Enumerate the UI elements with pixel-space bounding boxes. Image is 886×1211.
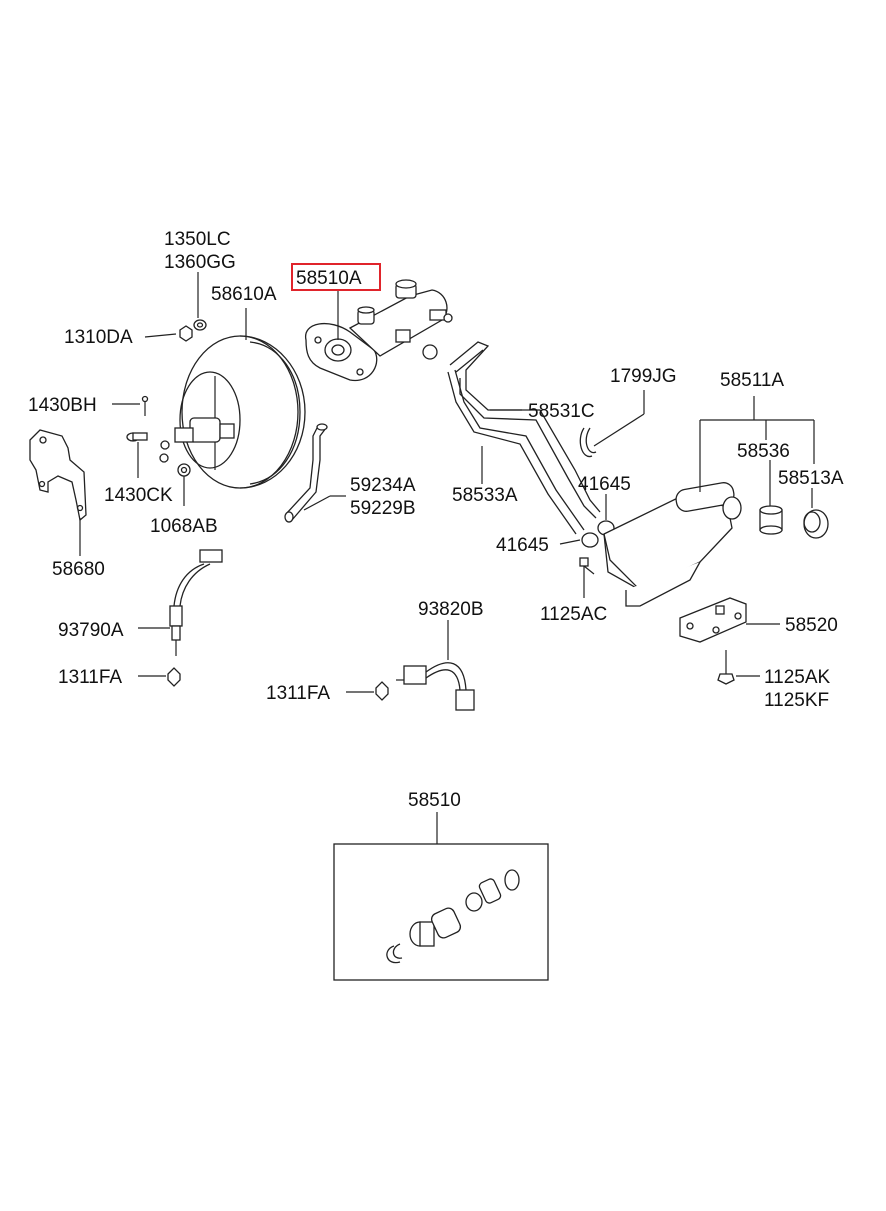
reservoir bbox=[603, 482, 742, 607]
brake-pipes bbox=[447, 341, 601, 535]
bolt-1125ac bbox=[579, 557, 595, 575]
booster-nut bbox=[179, 319, 207, 342]
label-1311fa-mid[interactable]: 1311FA bbox=[266, 683, 330, 704]
label-41645-top[interactable]: 41645 bbox=[578, 474, 631, 495]
label-59234a[interactable]: 59234A bbox=[350, 475, 416, 496]
label-1311fa-left[interactable]: 1311FA bbox=[58, 667, 122, 688]
screw-1125ak bbox=[717, 650, 735, 685]
label-1125ac[interactable]: 1125AC bbox=[540, 604, 607, 625]
label-93820b[interactable]: 93820B bbox=[418, 599, 484, 620]
nut-1311fa-mid bbox=[375, 681, 389, 701]
label-1310da[interactable]: 1310DA bbox=[64, 327, 133, 348]
nut-1311fa-left bbox=[167, 667, 181, 687]
pin-1430bh bbox=[141, 395, 149, 416]
switch-93820b bbox=[396, 662, 475, 711]
leader-lines bbox=[79, 272, 815, 844]
label-58610a[interactable]: 58610A bbox=[211, 284, 277, 305]
label-1350lc[interactable]: 1350LC bbox=[164, 229, 231, 250]
label-1799jg[interactable]: 1799JG bbox=[610, 366, 677, 387]
label-58533a[interactable]: 58533A bbox=[452, 485, 518, 506]
bracket-58520 bbox=[679, 597, 747, 643]
label-1068ab[interactable]: 1068AB bbox=[150, 516, 218, 537]
label-58510a[interactable]: 58510A bbox=[296, 268, 362, 289]
label-58511a[interactable]: 58511A bbox=[720, 370, 784, 391]
label-1360gg[interactable]: 1360GG bbox=[164, 252, 236, 273]
label-58680[interactable]: 58680 bbox=[52, 559, 105, 580]
label-58536[interactable]: 58536 bbox=[737, 441, 790, 462]
bracket-58680 bbox=[29, 429, 87, 522]
washer-1068ab bbox=[177, 463, 191, 477]
label-58513a[interactable]: 58513A bbox=[778, 468, 844, 489]
label-93790a[interactable]: 93790A bbox=[58, 620, 124, 641]
cap-58513a bbox=[803, 509, 829, 539]
label-1430ck[interactable]: 1430CK bbox=[104, 485, 173, 506]
label-58520[interactable]: 58520 bbox=[785, 615, 838, 636]
label-1125kf[interactable]: 1125KF bbox=[764, 690, 829, 711]
brake-booster bbox=[159, 335, 306, 489]
label-1430bh[interactable]: 1430BH bbox=[28, 395, 97, 416]
clip-1799jg bbox=[579, 427, 597, 458]
repair-kit-box bbox=[333, 843, 549, 981]
label-41645-left[interactable]: 41645 bbox=[496, 535, 549, 556]
label-58510[interactable]: 58510 bbox=[408, 790, 461, 811]
highlight-box bbox=[291, 263, 381, 291]
vacuum-hose bbox=[284, 423, 328, 523]
label-59229b[interactable]: 59229B bbox=[350, 498, 416, 519]
clevis-pin bbox=[126, 432, 148, 442]
master-cylinder bbox=[305, 279, 453, 382]
switch-93790a bbox=[169, 549, 223, 656]
label-1125ak[interactable]: 1125AK bbox=[764, 667, 831, 688]
label-58531c[interactable]: 58531C bbox=[528, 401, 595, 422]
grommet-58536 bbox=[759, 505, 783, 535]
